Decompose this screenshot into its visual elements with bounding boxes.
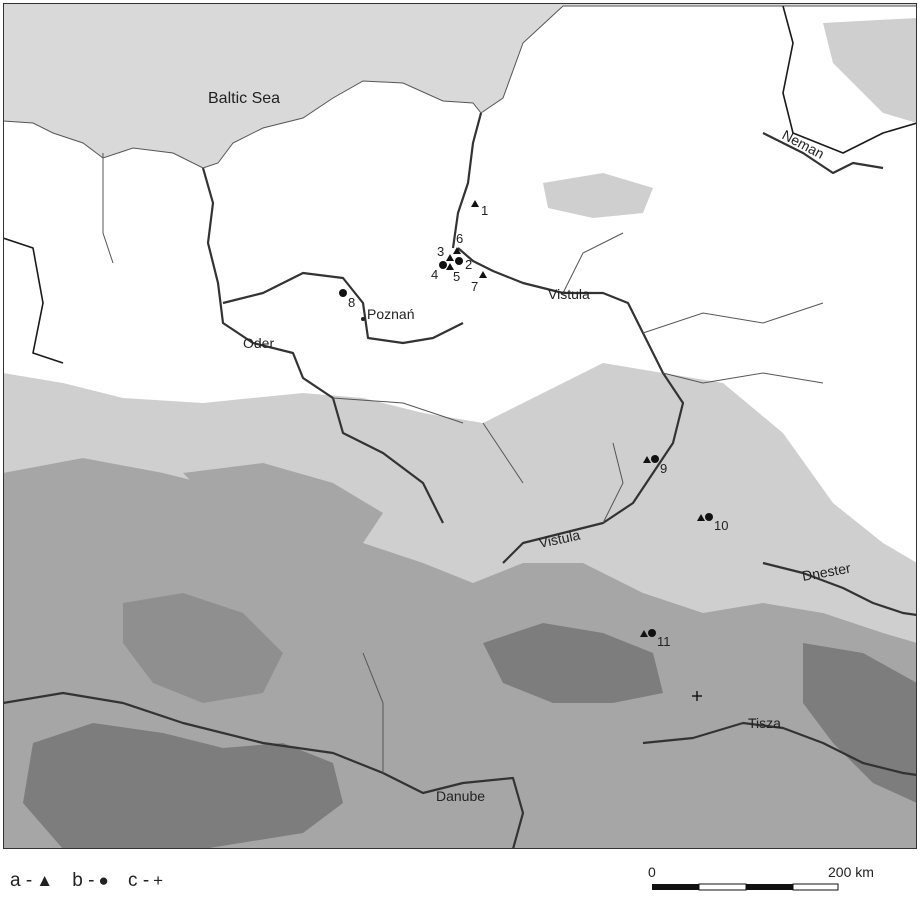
tributary bbox=[562, 232, 624, 294]
river-label-vistula-north: Vistula bbox=[548, 286, 590, 302]
circle-symbol bbox=[455, 257, 463, 265]
legend-label-a: a - bbox=[10, 870, 33, 891]
site-number: 8 bbox=[348, 295, 355, 310]
circle-symbol bbox=[339, 289, 347, 297]
circle-icon: ● bbox=[98, 871, 109, 890]
high-mountain-zone bbox=[23, 723, 343, 849]
vistula-lower bbox=[451, 112, 483, 249]
tributary bbox=[332, 397, 464, 424]
triangle-symbol bbox=[453, 247, 461, 254]
scale-segment bbox=[792, 883, 839, 891]
site-number: 4 bbox=[431, 267, 438, 282]
legend-item-a: a -▲ bbox=[10, 870, 53, 892]
site-number: 6 bbox=[456, 231, 463, 246]
sudeten-zone bbox=[123, 593, 283, 703]
triangle-symbol bbox=[640, 630, 648, 637]
city-label: Poznań bbox=[367, 306, 414, 322]
island bbox=[3, 33, 63, 73]
legend-item-b: b -● bbox=[72, 870, 108, 892]
circle-symbol bbox=[648, 629, 656, 637]
circle-symbol bbox=[651, 455, 659, 463]
triangle-icon: ▲ bbox=[36, 871, 54, 890]
triangle-symbol bbox=[471, 200, 479, 207]
cross-icon: + bbox=[153, 871, 164, 890]
scale-segment bbox=[652, 884, 699, 890]
sea-label: Baltic Sea bbox=[208, 90, 280, 107]
upland-northeast-patch bbox=[823, 18, 917, 123]
tatra-high-zone bbox=[483, 623, 663, 703]
site-number: 10 bbox=[714, 518, 728, 533]
site-number: 11 bbox=[657, 634, 671, 649]
scale-end-label: 200 km bbox=[828, 864, 874, 880]
legend: a -▲ b -● c -+ bbox=[10, 870, 177, 892]
site-number: 2 bbox=[465, 257, 472, 272]
tributary bbox=[102, 153, 114, 264]
map-frame bbox=[3, 3, 917, 849]
site-number: 5 bbox=[453, 269, 460, 284]
triangle-symbol bbox=[643, 456, 651, 463]
scale-start-label: 0 bbox=[648, 864, 656, 880]
carpathian-high-zone bbox=[803, 643, 917, 803]
neman-river bbox=[762, 132, 884, 175]
legend-label-b: b - bbox=[72, 870, 95, 891]
upland-north-patch bbox=[543, 173, 653, 218]
scale-segment bbox=[746, 884, 793, 890]
tributary bbox=[482, 422, 524, 484]
triangle-symbol bbox=[446, 263, 454, 270]
site-number: 3 bbox=[437, 244, 444, 259]
tributaries bbox=[102, 153, 824, 773]
river-label-oder: Oder bbox=[243, 335, 274, 351]
triangle-symbol bbox=[479, 271, 487, 278]
oder-river bbox=[201, 167, 444, 524]
circle-symbol bbox=[705, 513, 713, 521]
border-line-west bbox=[3, 237, 64, 364]
triangle-symbol bbox=[697, 514, 705, 521]
sites: 1 6 3 2 4 5 7 8 9 10 11 bbox=[339, 200, 728, 701]
tisza-river bbox=[642, 721, 917, 777]
site-number: 1 bbox=[481, 203, 488, 218]
danube-river bbox=[3, 691, 525, 849]
legend-label-c: c - bbox=[128, 870, 150, 891]
scale-bar: 0 200 km bbox=[648, 864, 874, 891]
warta-river bbox=[222, 271, 464, 345]
border-line bbox=[782, 5, 917, 154]
tributary bbox=[642, 302, 824, 334]
mountain-west-patch bbox=[183, 463, 383, 548]
site-number: 7 bbox=[471, 279, 478, 294]
baltic-sea bbox=[3, 3, 917, 169]
circle-symbol bbox=[439, 261, 447, 269]
tributary bbox=[602, 442, 624, 524]
relief-map: Baltic Sea Neman Vistula Oder Vistula Dn… bbox=[3, 3, 917, 849]
dnester-river bbox=[762, 561, 917, 617]
tributary bbox=[662, 372, 824, 384]
scale-segment bbox=[698, 883, 747, 891]
cross-symbol bbox=[692, 691, 702, 701]
city-marker bbox=[361, 317, 365, 321]
site-number: 9 bbox=[660, 461, 667, 476]
rivers bbox=[3, 5, 917, 849]
tributary bbox=[362, 652, 384, 773]
legend-item-c: c -+ bbox=[128, 870, 163, 892]
river-label-danube: Danube bbox=[436, 788, 485, 804]
triangle-symbol bbox=[446, 254, 454, 261]
river-label-tisza: Tisza bbox=[748, 715, 781, 731]
